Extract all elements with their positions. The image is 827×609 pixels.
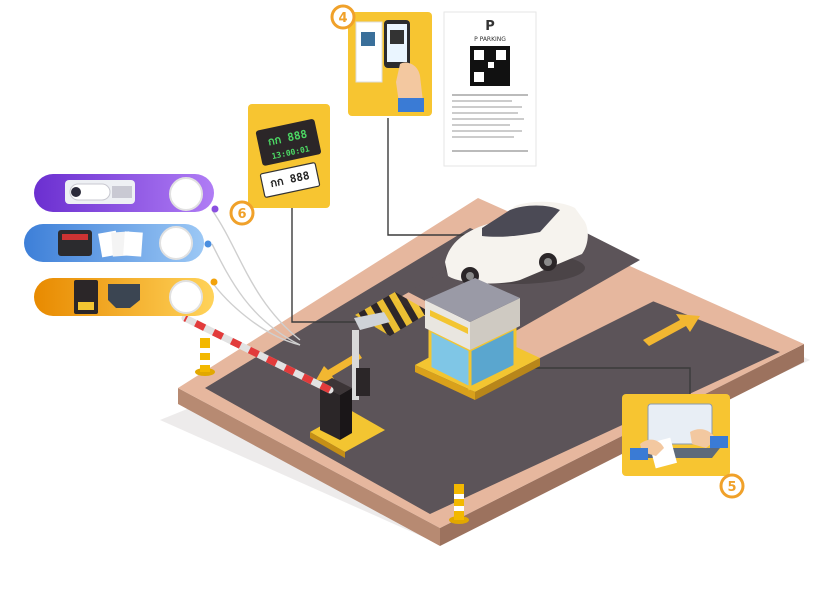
qr-icon [361, 32, 375, 46]
step-label: 4 [338, 11, 347, 26]
step-badge-6 [229, 200, 255, 226]
step-label: 5 [727, 480, 736, 495]
bollard [449, 484, 469, 524]
device-panel-camera [34, 174, 214, 212]
bollard [195, 338, 215, 376]
lane-arrow-icon [643, 314, 700, 346]
card-reader-icon [58, 230, 92, 256]
step-badge-4 [330, 4, 356, 30]
ticket-scan-card: 4 [330, 4, 432, 116]
sensor-icon [108, 284, 140, 308]
camera-icon [71, 187, 81, 197]
lpr-display [255, 119, 321, 166]
ticket-brand: P PARKING [474, 36, 506, 43]
parking-ticket: P P PARKING [443, 11, 537, 167]
connector-lines [211, 118, 691, 395]
ticket-logo-icon: P [485, 19, 495, 34]
guard-booth [415, 278, 540, 400]
step-label: 6 [237, 207, 246, 222]
lane-arrow-icon [316, 352, 362, 382]
device-panel-card-reader [24, 224, 204, 262]
step-badge-5 [719, 473, 745, 499]
barrier-gate [181, 312, 390, 458]
device-panel-dispenser [34, 278, 214, 316]
license-plate [259, 162, 321, 198]
plate-recognition-card: กก 888 13:00:01 กก 888 6 [229, 104, 330, 226]
staff-payment-card: 5 [622, 394, 745, 499]
